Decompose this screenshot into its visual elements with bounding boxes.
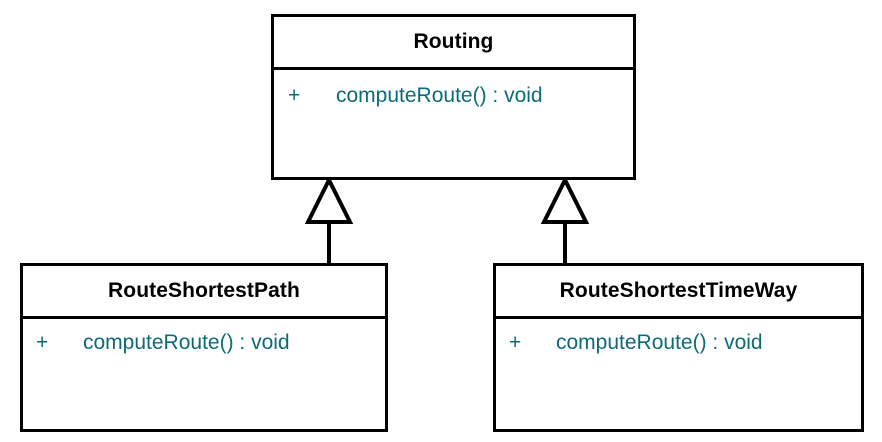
class-box-routeshortesttimeway[interactable]: RouteShortestTimeWay + computeRoute() : … [493,263,864,432]
class-name-routeshortestpath: RouteShortestPath [108,279,300,302]
class-header-routing: Routing [274,17,633,70]
class-member-row: + computeRoute() : void [288,84,543,108]
class-member-row: + computeRoute() : void [36,331,290,355]
inheritance-triangle-left [304,175,354,224]
member-visibility-icon: + [288,84,301,107]
generalization-routeshortestpath-to-routing [304,175,354,264]
member-signature: computeRoute() : void [336,84,543,107]
class-members-routing: + computeRoute() : void [274,70,633,177]
member-signature: computeRoute() : void [83,331,290,354]
generalization-routeshortesttimeway-to-routing [540,175,590,264]
class-box-routeshortestpath[interactable]: RouteShortestPath + computeRoute() : voi… [20,263,388,432]
member-signature: computeRoute() : void [556,331,763,354]
class-box-routing[interactable]: Routing + computeRoute() : void [271,14,636,180]
member-visibility-icon: + [36,331,49,354]
inheritance-triangle-right [540,175,590,224]
class-member-row: + computeRoute() : void [509,331,763,355]
class-members-routeshortesttimeway: + computeRoute() : void [496,319,861,429]
class-header-routeshortesttimeway: RouteShortestTimeWay [496,266,861,319]
class-header-routeshortestpath: RouteShortestPath [23,266,385,319]
class-name-routing: Routing [413,30,494,53]
class-members-routeshortestpath: + computeRoute() : void [23,319,385,429]
class-name-routeshortesttimeway: RouteShortestTimeWay [559,279,798,302]
member-visibility-icon: + [509,331,522,354]
